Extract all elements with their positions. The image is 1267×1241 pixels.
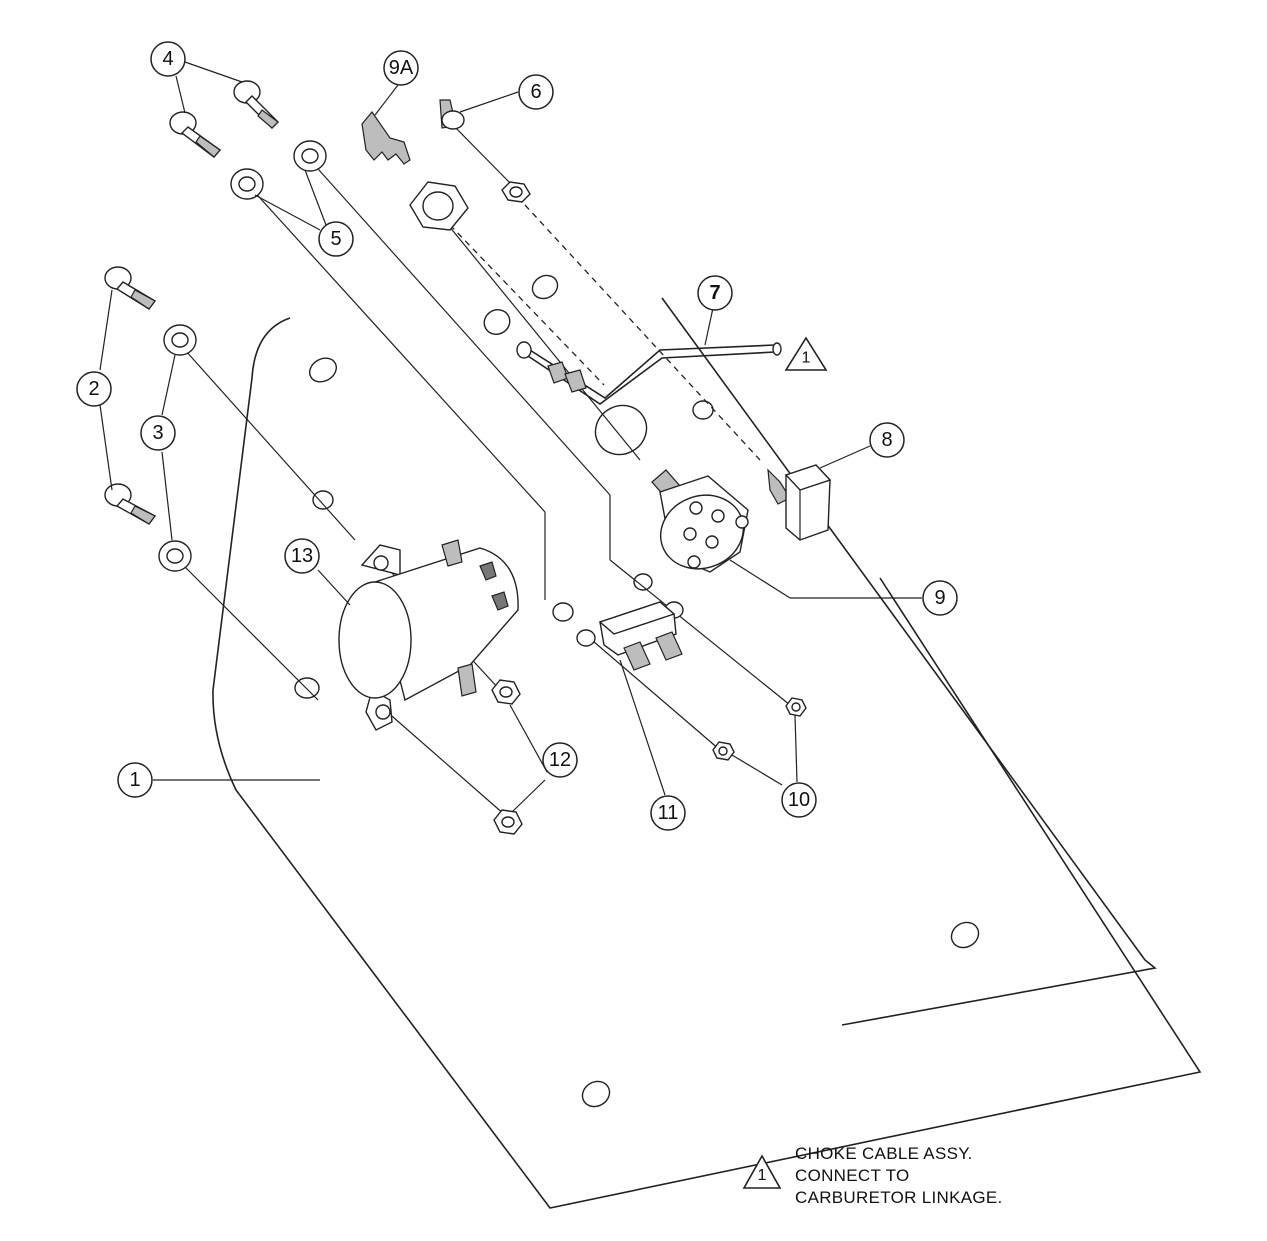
svg-text:1: 1 [802,350,811,367]
callout-8: 8 [869,422,905,458]
svg-text:11: 11 [658,802,679,824]
choke-cable [516,341,782,405]
note-warning-icon: 1 [742,1154,782,1189]
svg-text:9: 9 [934,587,945,609]
svg-text:10: 10 [788,789,810,811]
svg-text:8: 8 [881,429,892,451]
svg-text:2: 2 [88,378,99,400]
mounting-panel [212,274,1202,1209]
svg-text:5: 5 [330,228,341,250]
callout-10: 10 [781,782,817,818]
circuit-breaker [576,601,684,671]
ignition-switch [651,469,749,573]
ignition-key-icon [361,111,411,165]
callout-2: 2 [76,371,112,407]
svg-text:1: 1 [129,769,140,791]
callout-13: 13 [284,538,320,574]
screw-left-upper [104,266,157,310]
screw-top-right [233,80,279,129]
choke-cable-note: CHOKE CABLE ASSY. CONNECT TO CARBURETOR … [795,1143,1003,1209]
callout-3: 3 [140,415,176,451]
svg-text:13: 13 [291,545,313,567]
screw-left-lower [104,483,157,525]
hex-nut-solenoid-upper [491,679,521,705]
callout-1: 1 [117,762,153,798]
callout-7: 7 [697,275,733,311]
svg-text:6: 6 [530,81,541,103]
callout-leaders [99,61,922,813]
hex-nut-middle [712,741,735,761]
warning-flag-icon: 1 [784,336,828,371]
assembly-lines [179,119,791,816]
svg-text:3: 3 [152,422,163,444]
starter-solenoid [338,539,519,731]
hex-nut-small-top [501,181,531,203]
callout-4: 4 [150,41,186,77]
toggle-switch [767,464,832,541]
callout-9a: 9A [383,50,419,86]
callout-12: 12 [542,742,578,778]
note-line-2: CONNECT TO [795,1166,910,1185]
callout-9: 9 [922,580,958,616]
svg-text:1: 1 [758,1167,767,1184]
note-line-1: CHOKE CABLE ASSY. [795,1144,973,1163]
hex-nut-solenoid-lower [493,809,523,835]
screw-top-left [169,111,222,158]
note-line-3: CARBURETOR LINKAGE. [795,1188,1003,1207]
callout-5: 5 [318,221,354,257]
rubber-boot [439,99,465,130]
svg-text:7: 7 [709,282,720,304]
svg-text:12: 12 [549,749,571,771]
svg-text:9A: 9A [389,57,414,79]
callout-6: 6 [518,74,554,110]
ignition-nut [409,181,469,231]
callout-11: 11 [650,795,686,831]
svg-text:4: 4 [162,48,173,70]
hex-nut-right [785,697,807,717]
